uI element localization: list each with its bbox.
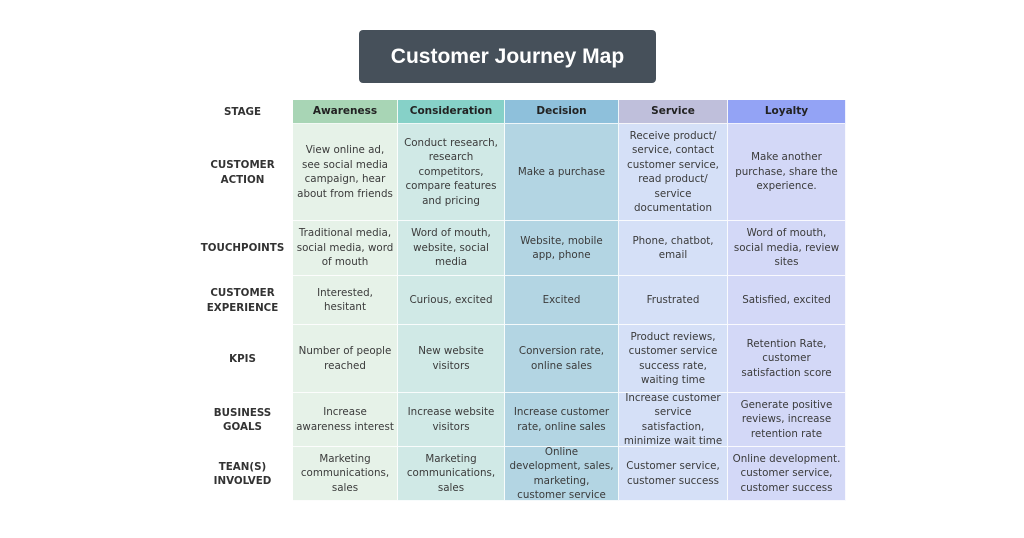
table-cell: Increase customer service satisfaction, … [619,392,728,447]
table-cell: Traditional media, social media, word of… [293,221,398,276]
table-cell: Marketing communications, sales [293,447,398,501]
table-cell: Marketing communications, sales [398,447,505,501]
table-cell: Customer service, customer success [619,447,728,501]
journey-map-table: STAGE Awareness Consideration Decision S… [192,100,846,501]
table-cell: Number of people reached [293,325,398,393]
table-cell: Retention Rate, customer satisfaction sc… [728,325,846,393]
table-cell: Increase customer rate, online sales [505,393,619,447]
table-cell: Increase website visitors [398,393,505,447]
table-cell: Phone, chatbot, email [619,221,728,276]
table-cell: View online ad, see social media campaig… [293,124,398,221]
table-cell: Frustrated [619,276,728,325]
page-title: Customer Journey Map [359,30,656,83]
table-cell: Website, mobile app, phone [505,221,619,276]
table-cell: New website visitors [398,325,505,393]
table-cell: Curious, excited [398,276,505,325]
table-cell: Increase awareness interest [293,393,398,447]
table-cell: Make another purchase, share the experie… [728,124,846,221]
table-cell: Excited [505,276,619,325]
table-cell: Word of mouth, social media, review site… [728,221,846,276]
table-cell: Interested, hesitant [293,276,398,325]
row-label-kpis: KPIS [192,325,293,393]
table-cell: Word of mouth, website, social media [398,221,505,276]
row-label-business-goals: BUSINESS GOALS [192,393,293,447]
table-cell: Product reviews, customer service succes… [619,325,728,393]
row-label-customer-experience: CUSTOMER EXPERIENCE [192,276,293,325]
stage-header-consideration: Consideration [398,100,505,124]
row-label-customer-action: CUSTOMER ACTION [192,124,293,221]
table-cell: Satisfied, excited [728,276,846,325]
stage-header-service: Service [619,100,728,124]
row-label-teams-involved: TEAN(S) INVOLVED [192,447,293,501]
table-cell: Generate positive reviews, increase rete… [728,393,846,447]
stage-header-awareness: Awareness [293,100,398,124]
table-cell: Make a purchase [505,124,619,221]
table-cell: Conversion rate, online sales [505,325,619,393]
row-label-touchpoints: TOUCHPOINTS [192,221,293,276]
table-cell: Conduct research, research competitors, … [398,124,505,221]
table-cell: Online development. customer service, cu… [728,447,846,501]
stage-header-decision: Decision [505,100,619,124]
stage-label: STAGE [192,100,293,124]
table-cell: Receive product/ service, contact custom… [619,124,728,221]
table-cell: Online development, sales, marketing, cu… [505,446,619,501]
stage-header-loyalty: Loyalty [728,100,846,124]
